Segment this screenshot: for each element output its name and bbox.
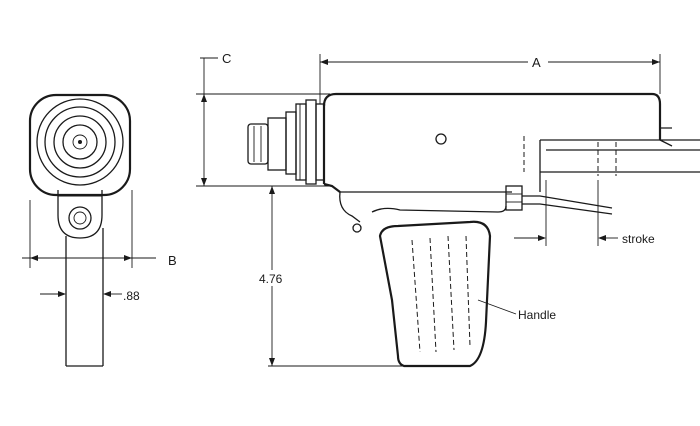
front-lug-hole-inner — [73, 211, 87, 225]
front-ring-4 — [62, 124, 98, 160]
trigger-pin — [352, 223, 362, 233]
front-cap-ring-1 — [295, 103, 307, 181]
dimension-width-value: .88 — [123, 289, 140, 303]
body-top-outline — [322, 92, 662, 140]
handle-callout-label: Handle — [518, 308, 556, 322]
height-arrow-bottom — [269, 358, 275, 366]
handle-outline — [378, 220, 492, 368]
front-ring-inner — [72, 134, 88, 150]
dimension-b-label: B — [168, 253, 177, 268]
height-arrow-top — [269, 186, 275, 194]
air-hose — [522, 195, 613, 209]
nozzle-collar — [267, 117, 287, 171]
handle-hidden-1 — [411, 239, 421, 353]
body-screw-hole — [435, 133, 447, 145]
a-arrow-left — [320, 59, 328, 65]
air-fitting — [505, 185, 523, 211]
a-arrow-right — [652, 59, 660, 65]
rear-end-break — [659, 127, 673, 147]
a-label-mask — [528, 54, 548, 70]
dimension-stroke-label: stroke — [622, 232, 655, 246]
handle-hidden-3 — [447, 235, 455, 351]
trigger-front — [339, 191, 361, 223]
dimension-c-label: C — [222, 51, 231, 66]
front-housing-outline — [28, 93, 132, 197]
handle-leader-line — [477, 299, 517, 315]
stroke-arrow-right — [598, 235, 606, 241]
neck-outline — [371, 205, 507, 213]
front-lug-hole — [68, 206, 92, 230]
b-arrow-right — [124, 255, 132, 261]
dimension-a-label: A — [532, 55, 541, 70]
front-ring-outer — [36, 98, 124, 186]
width-arrow-right — [103, 291, 111, 297]
dimension-height-value: 4.76 — [259, 272, 283, 286]
side-dimensions: C A 4.76 stroke — [196, 51, 661, 367]
handle-hidden-2 — [429, 237, 437, 353]
front-lug-outline — [57, 190, 103, 239]
front-ring-2 — [44, 106, 116, 178]
air-hose-lower — [522, 203, 613, 215]
front-ring-3 — [53, 115, 107, 169]
nozzle-flange — [285, 111, 297, 175]
body-lower-front — [323, 182, 341, 193]
nozzle-tip — [247, 123, 269, 165]
height-label-mask — [258, 270, 288, 286]
handle-hidden-4 — [465, 235, 471, 347]
front-cap-ring-2 — [305, 99, 317, 185]
b-arrow-left — [30, 255, 38, 261]
stroke-arrow-left — [538, 235, 546, 241]
c-arrow-top — [201, 94, 207, 102]
width-arrow-left — [58, 291, 66, 297]
front-view: B .88 — [22, 93, 177, 367]
side-view: Handle — [247, 92, 700, 368]
c-arrow-bottom — [201, 178, 207, 186]
front-cap-ring-3 — [315, 103, 325, 181]
front-center-dot — [78, 140, 82, 144]
